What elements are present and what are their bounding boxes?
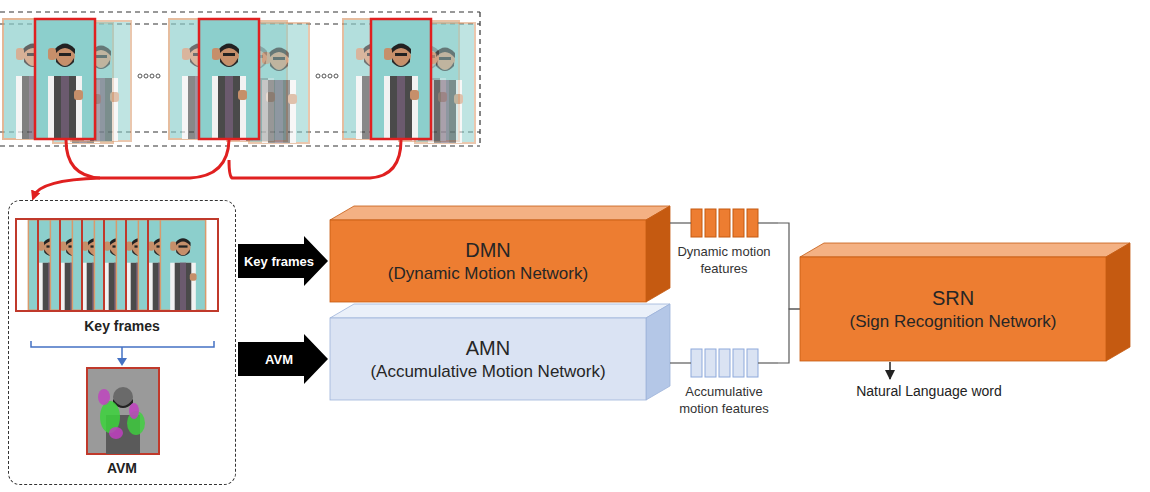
feature-bar: [719, 209, 730, 237]
feature-bar: [691, 209, 702, 237]
block-title: DMN: [465, 237, 511, 263]
text-holder: Key frames: [9, 317, 235, 335]
text-holder: AMN(Accumulative Motion Network): [330, 318, 646, 400]
feature-bar: [747, 209, 758, 237]
block-title: SRN: [932, 285, 974, 311]
connector-line: [778, 309, 800, 363]
block-side: [646, 304, 670, 400]
network-block: AMN(Accumulative Motion Network): [330, 304, 670, 400]
text-holder: SRN(Sign Recognition Network): [800, 257, 1106, 361]
block-top: [330, 304, 670, 318]
block-subtitle: (Accumulative Motion Network): [370, 361, 605, 383]
block-arrow: [238, 334, 328, 384]
block-subtitle: (Dynamic Motion Network): [388, 263, 588, 285]
edge-label-holder: AVM: [238, 350, 320, 369]
ellipsis-dots: [138, 74, 338, 78]
feature-stub: [670, 362, 691, 363]
label-holder: Natural Language word: [854, 382, 1004, 400]
video-frames: [3, 19, 131, 143]
feature-vector: Accumulative motion features: [670, 348, 778, 434]
frames-caption: Key frames: [84, 318, 160, 334]
feature-bar: [733, 349, 744, 377]
feature-bar: [747, 349, 758, 377]
block-front: [330, 220, 646, 302]
avm-image: [86, 367, 160, 455]
feature-bar: [705, 349, 716, 377]
feature-bar: [691, 349, 702, 377]
block-side: [646, 206, 670, 302]
block-title: AMN: [466, 335, 510, 361]
text-holder: DMN(Dynamic Motion Network): [330, 220, 646, 302]
arrow-label: Key frames: [244, 254, 314, 269]
feature-bars: [670, 348, 778, 378]
connector-line: [778, 223, 800, 309]
bracket-arrow: [9, 339, 237, 367]
feature-caption: Accumulative motion features: [670, 384, 778, 418]
output-arrow: [889, 362, 891, 379]
selection-arrow: [34, 140, 401, 196]
block-arrow: [238, 236, 328, 286]
block-top: [800, 243, 1130, 257]
arrow-label: AVM: [265, 352, 293, 367]
block-front: [800, 257, 1106, 361]
feature-stub: [758, 222, 778, 223]
video-frames: [169, 19, 309, 143]
network-block: SRN(Sign Recognition Network): [800, 243, 1130, 361]
filmstrip-line: [0, 12, 480, 146]
output-label: Natural Language word: [856, 383, 1002, 399]
video-frames: [343, 19, 475, 143]
group-box: Key framesAVM: [8, 200, 236, 485]
block-front: [330, 318, 646, 400]
network-block: DMN(Dynamic Motion Network): [330, 206, 670, 302]
feature-bar: [719, 349, 730, 377]
block-side: [1106, 243, 1130, 361]
edge-label-holder: Key frames: [238, 252, 320, 271]
feature-bars: [670, 208, 778, 238]
feature-stub: [670, 222, 691, 223]
feature-vector: Dynamic motion features: [670, 208, 778, 298]
feature-caption: Dynamic motion features: [670, 244, 778, 278]
block-top: [330, 206, 670, 220]
feature-bar: [705, 209, 716, 237]
avm-caption: AVM: [107, 460, 137, 476]
feature-stub: [758, 362, 778, 363]
feature-bar: [733, 209, 744, 237]
key-frame-stack: [14, 217, 230, 313]
text-holder: AVM: [9, 459, 235, 477]
block-subtitle: (Sign Recognition Network): [850, 311, 1057, 333]
